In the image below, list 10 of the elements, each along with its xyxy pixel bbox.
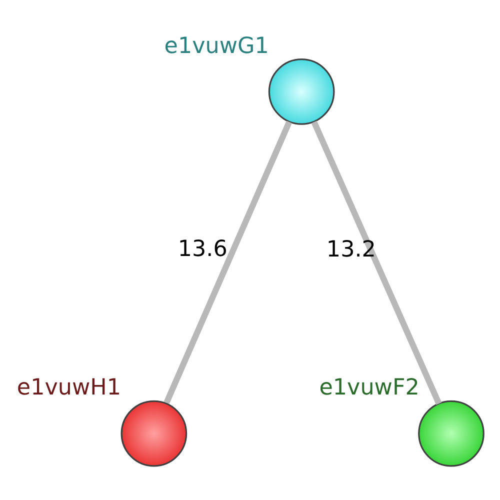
node-label: e1vuwF2 [319,374,420,400]
node-circle [268,58,335,124]
edge-label: 13.6 [178,235,228,262]
node-circle [418,400,484,466]
connector [164,120,292,404]
node-label: e1vuwH1 [16,374,122,400]
edge-label: 13.2 [326,236,376,262]
connector [311,120,442,404]
node-circle [120,400,188,466]
node-label: e1vuwG1 [164,32,269,58]
